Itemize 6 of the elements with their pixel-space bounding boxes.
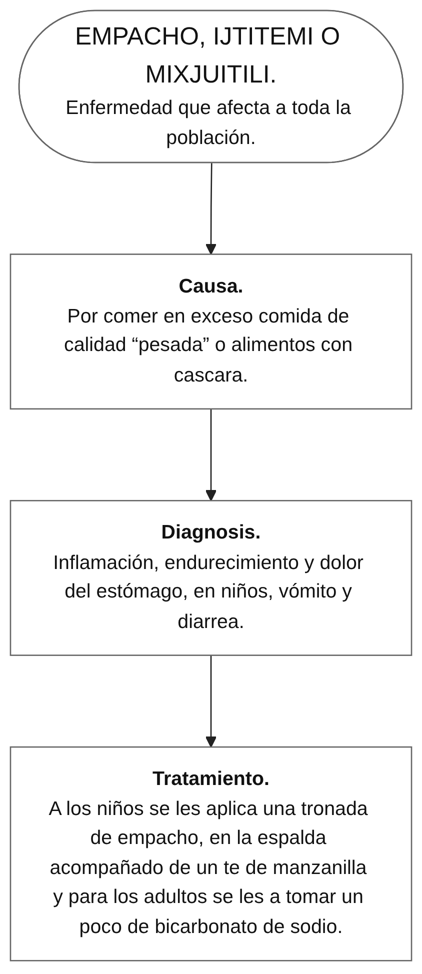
node-box: Causa. Por comer en exceso comida de calidad “pesada” o alimentos con cascara. — [10, 254, 412, 410]
node-box: Tratamiento. A los niños se les aplica una tronada de empacho, en la espalda acompañado de un te de manzanilla y para los adultos se les a tomar un poco de bicarbonato de sodio. — [10, 746, 412, 962]
node-box: Diagnosis. Inflamación, endurecimiento y dolor del estómago, en niños, vómito y diarrea. — [10, 500, 412, 656]
arrow — [205, 163, 217, 255]
arrow — [205, 655, 217, 748]
arrow — [205, 408, 217, 502]
